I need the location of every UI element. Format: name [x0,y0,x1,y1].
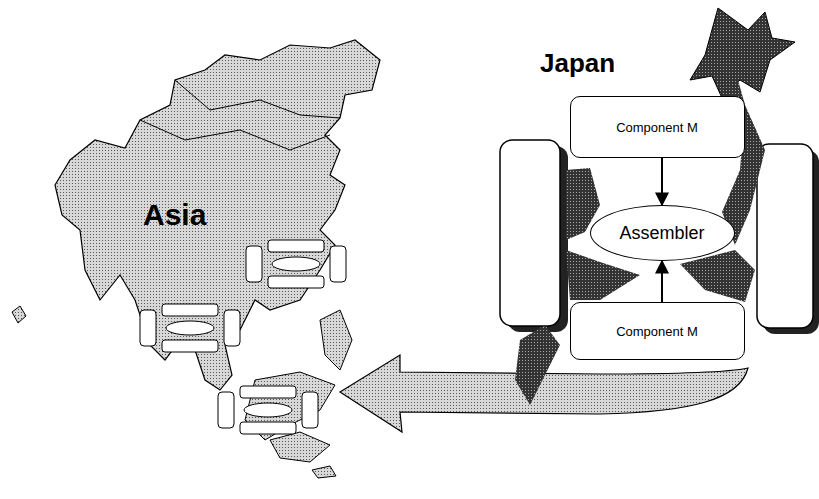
island [312,466,336,478]
wheel [757,144,813,328]
small-factory [140,304,240,352]
small-factory [246,240,346,288]
assembler-ellipse: Assembler [590,205,735,261]
flow-arrow [661,158,663,205]
node-text: Component M [616,120,698,135]
node-text: Assembler [619,223,704,244]
island [270,432,330,462]
frame-flow [515,325,560,405]
component-box: Component M [570,302,745,360]
japan-map [690,8,795,98]
island [320,310,352,370]
wheel [500,140,560,326]
region-label: Japan [540,48,615,79]
node-text: Component M [616,324,698,339]
flow-arrow [661,261,663,302]
component-box: Component M [570,96,745,158]
asia-map [55,40,380,390]
region-label: Asia [143,198,206,232]
island [12,306,26,323]
small-factory [218,386,318,434]
map-border [140,80,340,150]
